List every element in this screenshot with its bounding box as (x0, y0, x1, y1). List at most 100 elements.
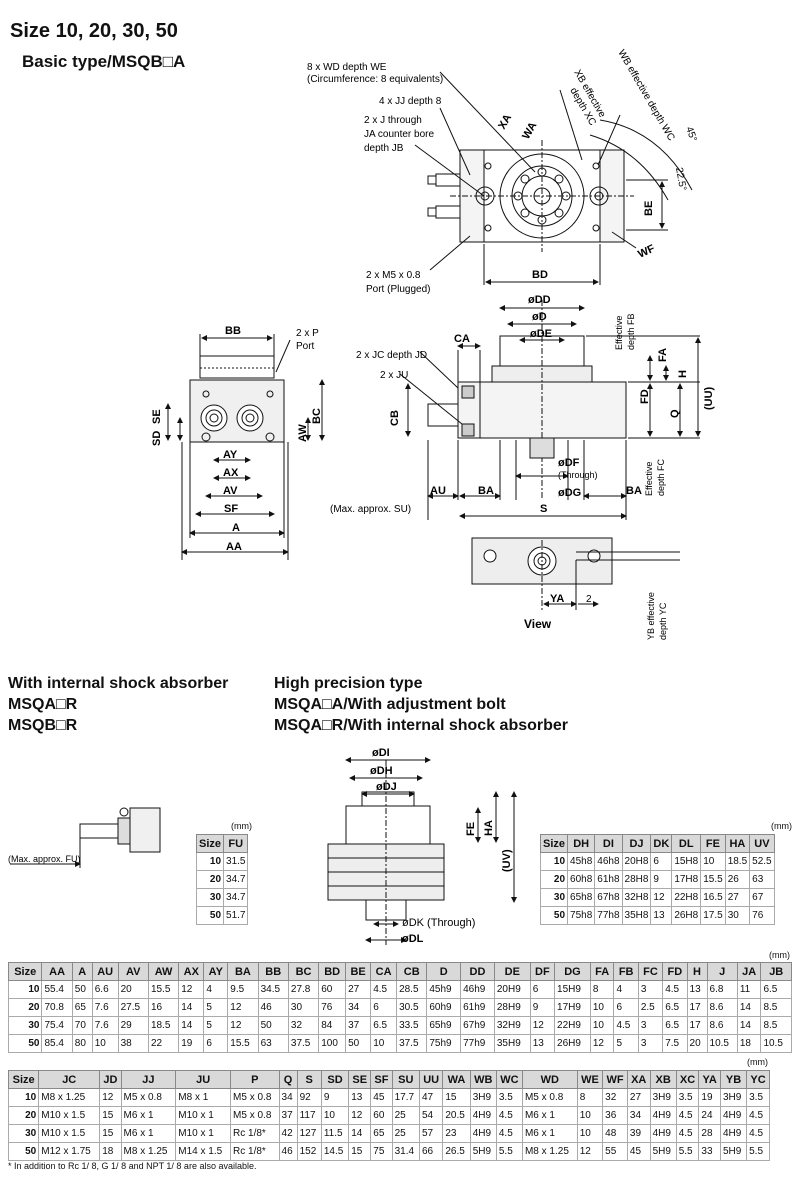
column-header: BC (287, 962, 320, 981)
table-cell: 4H9 (719, 1124, 748, 1143)
label-sf: SF (224, 503, 238, 515)
table-cell: 4 (613, 980, 639, 999)
table-cell: 61h9 (460, 998, 495, 1017)
label-ha: HA (483, 820, 495, 836)
table-cell: 127 (296, 1124, 322, 1143)
table-cell: M14 x 1.5 (175, 1142, 232, 1161)
table-cell: 5 (203, 998, 229, 1017)
table-cell: 10 (370, 1034, 398, 1053)
table-cell: 14 (736, 998, 762, 1017)
table-cell: M6 x 1 (120, 1124, 177, 1143)
table-cell: 17 (686, 998, 708, 1017)
table-cell: 2.5 (637, 998, 664, 1017)
table-cell: 46h8 (594, 852, 623, 871)
table-cell: 4H9 (469, 1106, 497, 1125)
table-cell: 45 (370, 1088, 393, 1107)
section-hp-model-a: MSQA□A/With adjustment bolt (274, 696, 506, 713)
table-cell: 15.5 (700, 870, 726, 889)
label-se: SE (151, 409, 163, 424)
table-cell: 36 (602, 1106, 628, 1125)
table-cell: 10.5 (706, 1034, 738, 1053)
table-cell: 18 (736, 1034, 762, 1053)
row-size-cell: 30 (7, 1124, 40, 1143)
table-cell: 27 (626, 1088, 651, 1107)
table-cell: 35H8 (621, 906, 652, 925)
table-cell: 24 (698, 1106, 721, 1125)
column-header: DE (493, 962, 531, 981)
column-header: P (230, 1070, 280, 1089)
table-cell: 6.8 (706, 980, 738, 999)
label-sd: SD (151, 431, 163, 446)
column-header: WC (495, 1070, 523, 1089)
label-jc: 2 x JC depth JD (356, 350, 427, 361)
side-view-drawing (165, 334, 325, 560)
table-cell: 37.5 (396, 1034, 428, 1053)
label-45: 45° (683, 125, 699, 143)
fu-table-unit: (mm) (231, 821, 252, 831)
column-header: HA (724, 834, 751, 853)
column-header: AW (147, 962, 180, 981)
column-header: JA (736, 962, 762, 981)
label-fd: FD (639, 389, 651, 404)
section-shock: With internal shock absorber MSQA□R MSQB… (8, 673, 228, 736)
column-header: Size (7, 1070, 40, 1089)
page-subtitle: Basic type/MSQB□A (22, 52, 186, 71)
column-header: FA (589, 962, 615, 981)
table-cell: Rc 1/8* (230, 1124, 280, 1143)
table-cell: 7.5 (662, 1034, 688, 1053)
table-cell: 31.4 (391, 1142, 420, 1161)
row-size-cell: 10 (7, 980, 43, 999)
table-cell: 13 (650, 906, 673, 925)
table-cell: 75.4 (41, 1016, 73, 1035)
section-shock-model-a: MSQA□R (8, 696, 78, 713)
table-cell: 77h9 (460, 1034, 495, 1053)
table-cell: 3.5 (746, 1088, 770, 1107)
table-cell: 17H9 (554, 998, 591, 1017)
label-au: AU (430, 485, 446, 497)
table-cell: 45h9 (426, 980, 462, 999)
table-cell: 5 (613, 1034, 639, 1053)
table-cell: 8.5 (760, 1016, 792, 1035)
column-header: DK (650, 834, 673, 853)
table-cell: 17 (686, 1016, 708, 1035)
column-header: Size (195, 834, 225, 853)
label-dj: øDJ (376, 781, 397, 793)
table-cell: 25 (391, 1124, 420, 1143)
column-header: FC (637, 962, 664, 981)
label-ca: CA (454, 333, 470, 345)
table-cell: 10 (576, 1124, 604, 1143)
label-wd: 8 x WD depth WE (307, 62, 387, 73)
label-wd-note: (Circumference: 8 equivalents) (307, 74, 443, 85)
table-cell: 19 (178, 1034, 205, 1053)
row-size-cell: 10 (195, 852, 225, 871)
table-cell: 65h9 (426, 1016, 462, 1035)
table-cell: 4 (203, 980, 229, 999)
label-ju: 2 x JU (380, 370, 408, 381)
table-cell: 11.5 (320, 1124, 350, 1143)
table-cell: 92 (296, 1088, 322, 1107)
table-cell: 77h8 (594, 906, 623, 925)
column-header: FD (662, 962, 688, 981)
table-cell: 22 (147, 1034, 180, 1053)
table-cell: 12 (589, 1034, 615, 1053)
table-cell: 70 (71, 1016, 93, 1035)
table-cell: 11 (736, 980, 762, 999)
table-cell: 12 (348, 1106, 372, 1125)
label-view: View (524, 617, 552, 631)
table-cell: 10 (589, 998, 615, 1017)
table-cell: 34.7 (223, 870, 249, 889)
table-cell: 4H9 (719, 1106, 748, 1125)
table-cell: 76 (749, 906, 775, 925)
table-cell: 15H9 (554, 980, 591, 999)
label-av: AV (223, 485, 238, 497)
table-cell: Rc 1/8* (230, 1142, 280, 1161)
table-cell: 3H9 (649, 1088, 677, 1107)
